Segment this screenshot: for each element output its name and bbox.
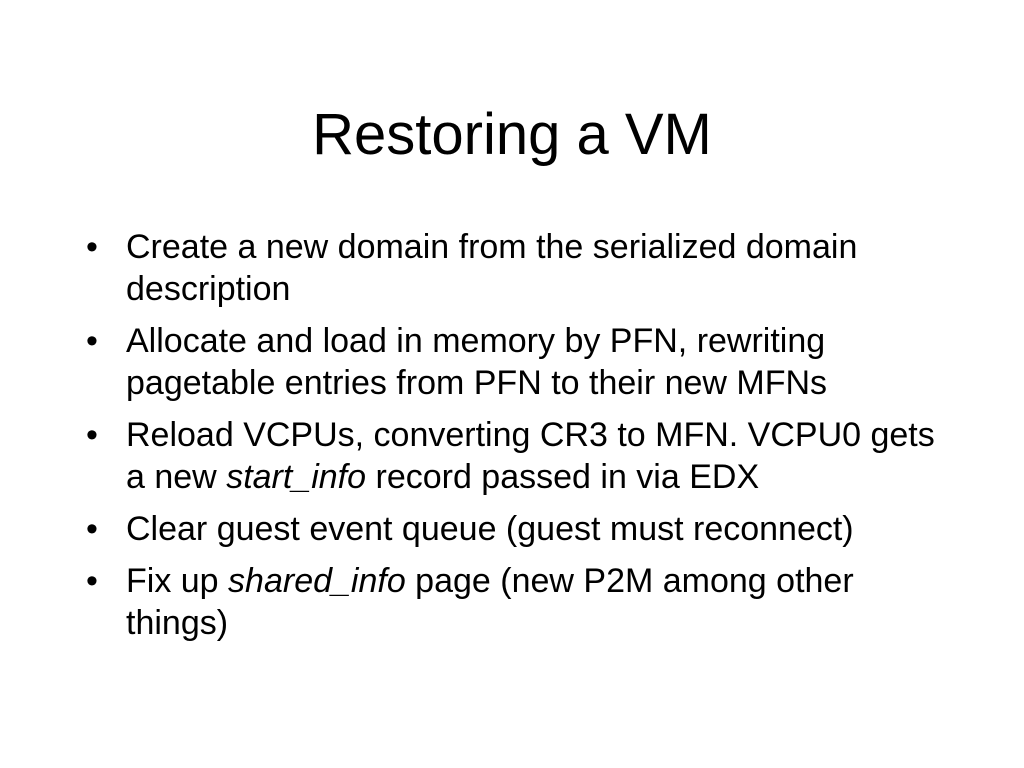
bullet-text: Create a new domain from the serialized … <box>126 228 858 308</box>
bullet-text: Clear guest event queue (guest must reco… <box>126 510 854 548</box>
bullet-icon: • <box>86 416 98 454</box>
bullet-text: Fix up shared_info page (new P2M among o… <box>126 562 854 642</box>
bullet-list: • Create a new domain from the serialize… <box>86 226 946 654</box>
bullet-text-part: record passed in via EDX <box>366 458 760 496</box>
bullet-icon: • <box>86 228 98 266</box>
bullet-text: Reload VCPUs, converting CR3 to MFN. VCP… <box>126 416 935 496</box>
bullet-item: • Clear guest event queue (guest must re… <box>86 508 946 550</box>
bullet-text-part: Fix up <box>126 562 229 600</box>
bullet-text-italic: start_info <box>226 458 367 496</box>
bullet-text-italic: shared_info <box>228 562 406 600</box>
bullet-item: • Allocate and load in memory by PFN, re… <box>86 320 946 404</box>
bullet-item: • Fix up shared_info page (new P2M among… <box>86 560 946 644</box>
bullet-icon: • <box>86 562 98 600</box>
slide-title: Restoring a VM <box>312 102 712 167</box>
bullet-item: • Reload VCPUs, converting CR3 to MFN. V… <box>86 414 946 498</box>
bullet-text-part: Reload VCPUs, converting CR3 to MFN. VCP… <box>126 416 935 496</box>
bullet-icon: • <box>86 322 98 360</box>
bullet-text-part: page (new P2M among other things) <box>126 562 854 642</box>
bullet-text: Allocate and load in memory by PFN, rewr… <box>126 322 828 402</box>
bullet-item: • Create a new domain from the serialize… <box>86 226 946 310</box>
bullet-icon: • <box>86 510 98 548</box>
